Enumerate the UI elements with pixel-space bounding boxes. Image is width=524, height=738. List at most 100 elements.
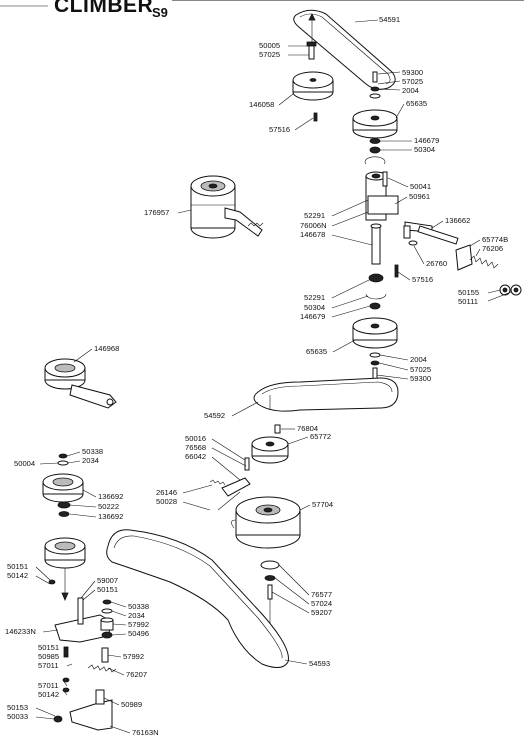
label-57992: 57992 <box>128 620 149 629</box>
label-50985: 50985 <box>38 652 59 661</box>
label-57704: 57704 <box>312 500 333 509</box>
label-50041: 50041 <box>410 182 431 191</box>
pin-57516b <box>394 264 399 278</box>
belt-54593 <box>106 529 289 668</box>
belt-54591 <box>293 9 396 90</box>
leader-lines <box>35 19 512 734</box>
bolt-stack-50985 <box>62 646 70 693</box>
bracket-65774B <box>455 244 473 271</box>
label-146968: 146968 <box>94 344 119 353</box>
spacers-50338b-2034b <box>100 599 114 639</box>
label-50153: 50153 <box>7 703 28 712</box>
bearing-52291b <box>368 273 384 283</box>
label-2034: 2034 <box>128 611 145 620</box>
spring-76206 <box>469 255 499 269</box>
label-50111: 50111 <box>458 297 478 306</box>
part-labels: 54591 50005 57025 59300 57025 2004 14605… <box>5 15 508 737</box>
shaft-146678 <box>371 225 381 265</box>
label-54592: 54592 <box>204 411 225 420</box>
nut-50151a <box>48 579 56 585</box>
label-50004: 50004 <box>14 459 35 468</box>
label-65774B: 65774B <box>482 235 508 244</box>
washer-76577 <box>260 560 280 570</box>
label-57025: 57025 <box>410 365 431 374</box>
label-65635: 65635 <box>406 99 427 108</box>
label-76006N: 76006N <box>300 221 327 230</box>
label-50496: 50496 <box>128 629 149 638</box>
pulley-136692a <box>42 473 84 503</box>
label-50016: 50016 <box>185 434 206 443</box>
bolt-50005 <box>306 41 317 60</box>
label-76804: 76804 <box>297 424 318 433</box>
label-59007: 59007 <box>97 576 118 585</box>
label-57516: 57516 <box>412 275 433 284</box>
spring-26146 <box>209 479 226 486</box>
arm-136662 <box>403 221 459 245</box>
label-136692: 136692 <box>98 492 123 501</box>
washer-2034a <box>57 460 69 466</box>
label-76568: 76568 <box>185 443 206 452</box>
pulley-136692b <box>44 537 86 569</box>
seal-146679b <box>369 302 381 310</box>
label-50338: 50338 <box>128 602 149 611</box>
label-50961: 50961 <box>409 192 430 201</box>
label-50989: 50989 <box>121 700 142 709</box>
label-50142: 50142 <box>7 571 28 580</box>
label-50142: 50142 <box>38 690 59 699</box>
bolt-76804 <box>274 424 281 434</box>
label-76206: 76206 <box>482 244 503 253</box>
nut-50033 <box>53 715 63 723</box>
label-57011: 57011 <box>38 681 59 690</box>
label-50005: 50005 <box>259 41 280 50</box>
label-57516: 57516 <box>269 125 290 134</box>
pulley-65635-lower <box>352 317 398 349</box>
bearing-50304 <box>369 146 381 154</box>
label-57025: 57025 <box>259 50 280 59</box>
pulley-146058 <box>292 71 334 101</box>
label-59300: 59300 <box>402 68 423 77</box>
label-57992: 57992 <box>123 652 144 661</box>
label-59300: 59300 <box>410 374 431 383</box>
ring-52291 <box>364 156 386 165</box>
label-26146: 26146 <box>156 488 177 497</box>
label-50151: 50151 <box>97 585 118 594</box>
page-subtitle: S9 <box>152 5 168 20</box>
label-54591: 54591 <box>379 15 400 24</box>
label-2004: 2004 <box>410 355 427 364</box>
washer-2004b <box>369 352 381 358</box>
washer-57025c <box>370 360 380 366</box>
label-76577: 76577 <box>311 590 332 599</box>
label-76207: 76207 <box>126 670 147 679</box>
spacer-57992b <box>101 647 109 663</box>
washer-26760 <box>408 240 418 246</box>
label-176957: 176957 <box>144 208 169 217</box>
label-76163N: 76163N <box>132 728 159 737</box>
bolt-59300 <box>369 71 381 99</box>
label-50155: 50155 <box>458 288 479 297</box>
bearing-50222 <box>57 501 71 509</box>
label-65772: 65772 <box>310 432 331 441</box>
label-65635: 65635 <box>306 347 327 356</box>
axis-arrow-left <box>61 592 69 602</box>
pulley-65635-upper <box>352 109 398 139</box>
label-50028: 50028 <box>156 497 177 506</box>
idler-146968 <box>44 358 117 409</box>
bracket-66042 <box>217 457 251 511</box>
label-57011: 57011 <box>38 661 59 670</box>
label-52291: 52291 <box>304 211 325 220</box>
label-146679: 146679 <box>414 136 439 145</box>
pin-57516 <box>313 112 318 122</box>
clutch-57704 <box>231 496 301 549</box>
spring-76207 <box>87 664 117 673</box>
label-2034: 2034 <box>82 456 99 465</box>
label-136662: 136662 <box>445 216 470 225</box>
washer-57024 <box>264 575 276 581</box>
label-2004: 2004 <box>402 86 419 95</box>
label-146678: 146678 <box>300 230 325 239</box>
gearbox-housing <box>365 171 399 221</box>
gearbox-176957 <box>190 175 264 239</box>
label-66042: 66042 <box>185 452 206 461</box>
label-50338: 50338 <box>82 447 103 456</box>
nut-50338a <box>58 453 68 459</box>
